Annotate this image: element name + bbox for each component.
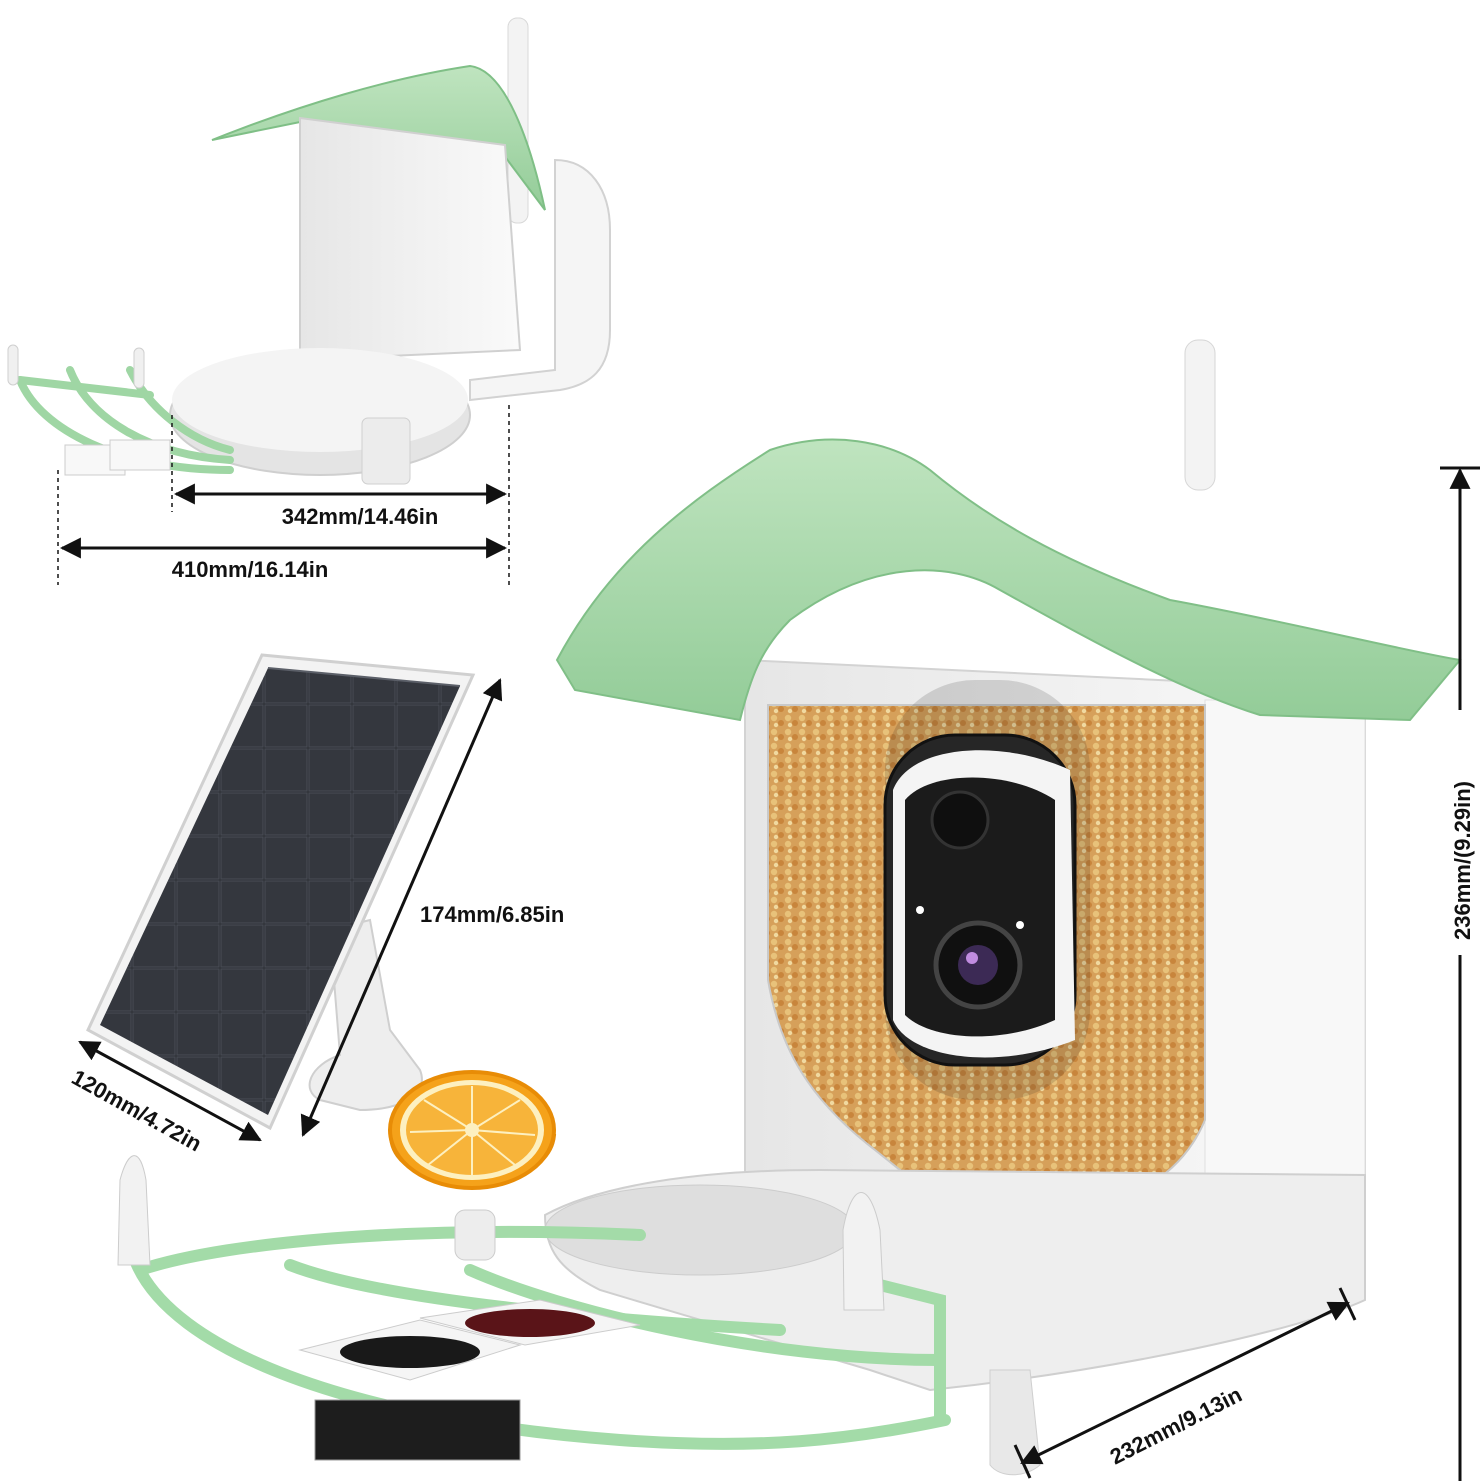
camera-icon [883, 680, 1090, 1100]
top-view-feeder [7, 17, 611, 485]
pole [361, 417, 411, 485]
mount-bracket [469, 158, 611, 402]
orange-slice-icon [388, 1070, 557, 1261]
top-roof [211, 64, 546, 211]
total-width-label: 410mm/16.14in [172, 557, 329, 582]
perch-inner-width-label: 342mm/14.46in [282, 504, 439, 529]
antenna-icon [1184, 339, 1216, 491]
feeder-roof [555, 438, 1462, 722]
feeder-depth-line [1020, 1301, 1350, 1465]
jelly-cup [314, 1399, 521, 1461]
perch-ring [129, 1225, 951, 1450]
solar-height-line [300, 678, 503, 1137]
solar-height-label: 174mm/6.85in [420, 902, 564, 927]
top-body [299, 116, 522, 362]
feeder-depth-label: 232mm/9.13in [1106, 1382, 1246, 1470]
perch-spike [842, 1192, 885, 1311]
solar-width-line [78, 1040, 262, 1142]
feeder-height-label: 236mm/(9.29in) [1450, 781, 1475, 940]
camera-sensor [930, 790, 990, 850]
solar-panel-icon [86, 653, 476, 1131]
perch-spike [117, 1155, 151, 1266]
